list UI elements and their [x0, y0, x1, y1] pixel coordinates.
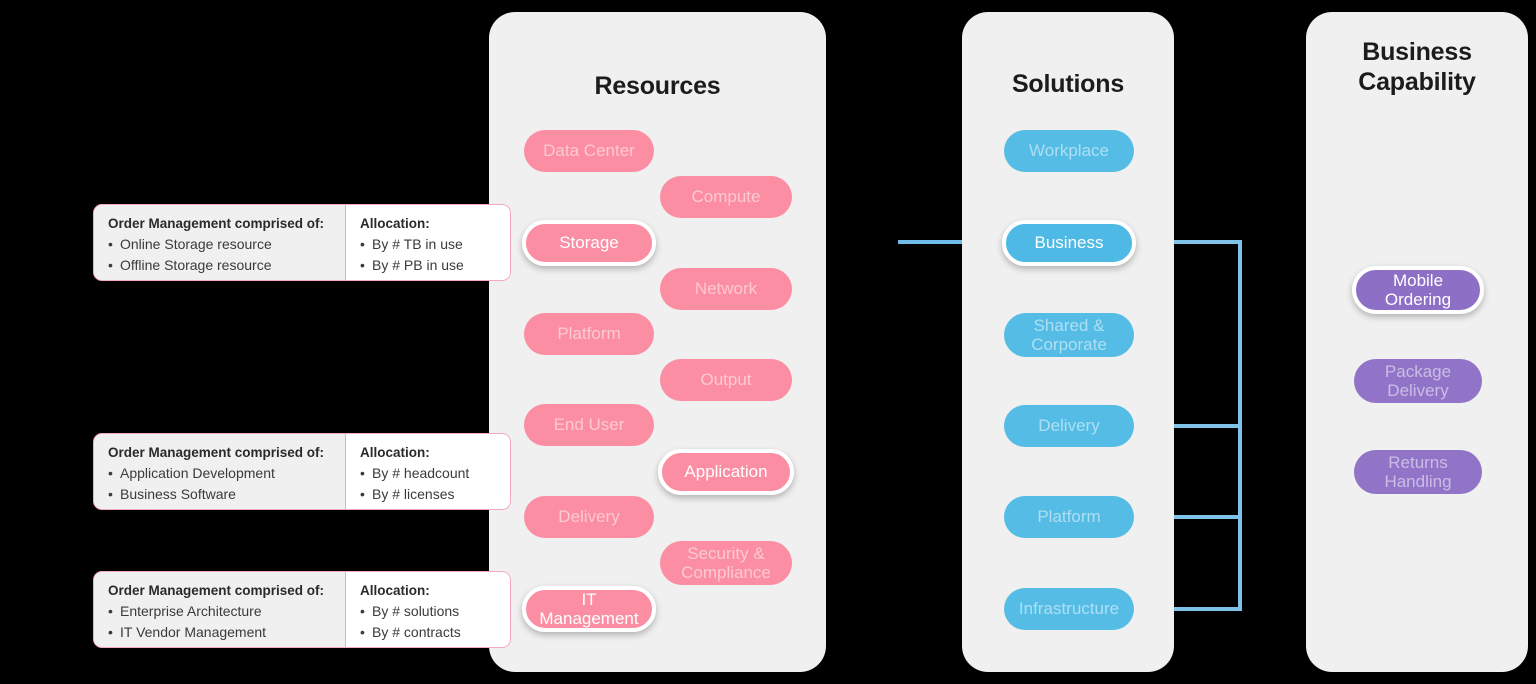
panel-title-business-capability: Business Capability [1306, 38, 1528, 97]
callout-storage-allocation: Allocation: By # TB in use By # PB in us… [346, 205, 510, 280]
callout-it-management-composition: Order Management comprised of: Enterpris… [94, 572, 346, 647]
callout-application: Order Management comprised of: Applicati… [93, 433, 511, 510]
panel-title-solutions: Solutions [1011, 70, 1125, 98]
callout-it-management-allocation: Allocation: By # solutions By # contract… [346, 572, 510, 647]
node-solution-shared-corporate[interactable]: Shared & Corporate [1004, 313, 1134, 357]
node-resource-it-management[interactable]: IT Management [522, 586, 656, 632]
node-resource-end-user[interactable]: End User [524, 404, 654, 446]
callout-application-composition-heading: Order Management comprised of: [108, 445, 325, 460]
callout-application-allocation: Allocation: By # headcount By # licenses [346, 434, 510, 509]
node-solution-workplace[interactable]: Workplace [1004, 130, 1134, 172]
list-item: By # solutions [360, 601, 496, 622]
callout-application-allocation-heading: Allocation: [360, 445, 430, 460]
callout-application-allocation-list: By # headcount By # licenses [360, 463, 496, 505]
node-capability-package-delivery[interactable]: Package Delivery [1354, 359, 1482, 403]
callout-storage-allocation-list: By # TB in use By # PB in use [360, 234, 496, 276]
node-resource-storage[interactable]: Storage [522, 220, 656, 266]
list-item: Business Software [108, 484, 331, 505]
list-item: Enterprise Architecture [108, 601, 331, 622]
node-resource-network[interactable]: Network [660, 268, 792, 310]
panel-title-line-2: Capability [1358, 67, 1476, 96]
node-capability-mobile-ordering[interactable]: Mobile Ordering [1352, 266, 1484, 314]
list-item: By # licenses [360, 484, 496, 505]
list-item: By # headcount [360, 463, 496, 484]
node-resource-platform[interactable]: Platform [524, 313, 654, 355]
node-capability-returns-handling[interactable]: Returns Handling [1354, 450, 1482, 494]
node-solution-delivery[interactable]: Delivery [1004, 405, 1134, 447]
list-item: Online Storage resource [108, 234, 331, 255]
list-item: By # TB in use [360, 234, 496, 255]
callout-it-management-composition-heading: Order Management comprised of: [108, 583, 325, 598]
node-resource-security-compliance[interactable]: Security & Compliance [660, 541, 792, 585]
callout-storage-composition-heading: Order Management comprised of: [108, 216, 325, 231]
node-resource-application[interactable]: Application [658, 449, 794, 495]
callout-it-management-allocation-heading: Allocation: [360, 583, 430, 598]
list-item: Application Development [108, 463, 331, 484]
node-solution-business[interactable]: Business [1002, 220, 1136, 266]
list-item: By # contracts [360, 622, 496, 643]
panel-business-capability: Business Capability [1306, 12, 1528, 672]
callout-it-management: Order Management comprised of: Enterpris… [93, 571, 511, 648]
callout-storage-composition: Order Management comprised of: Online St… [94, 205, 346, 280]
callout-storage-allocation-heading: Allocation: [360, 216, 430, 231]
callout-it-management-allocation-list: By # solutions By # contracts [360, 601, 496, 643]
callout-storage-composition-list: Online Storage resource Offline Storage … [108, 234, 331, 276]
node-resource-delivery[interactable]: Delivery [524, 496, 654, 538]
node-solution-infrastructure[interactable]: Infrastructure [1004, 588, 1134, 630]
callout-application-composition: Order Management comprised of: Applicati… [94, 434, 346, 509]
node-resource-data-center[interactable]: Data Center [524, 130, 654, 172]
panel-title-resources: Resources [594, 72, 721, 100]
callout-application-composition-list: Application Development Business Softwar… [108, 463, 331, 505]
list-item: IT Vendor Management [108, 622, 331, 643]
list-item: Offline Storage resource [108, 255, 331, 276]
node-resource-compute[interactable]: Compute [660, 176, 792, 218]
callout-it-management-composition-list: Enterprise Architecture IT Vendor Manage… [108, 601, 331, 643]
list-item: By # PB in use [360, 255, 496, 276]
callout-storage: Order Management comprised of: Online St… [93, 204, 511, 281]
node-solution-platform[interactable]: Platform [1004, 496, 1134, 538]
node-resource-output[interactable]: Output [660, 359, 792, 401]
panel-title-line-1: Business [1362, 38, 1472, 66]
